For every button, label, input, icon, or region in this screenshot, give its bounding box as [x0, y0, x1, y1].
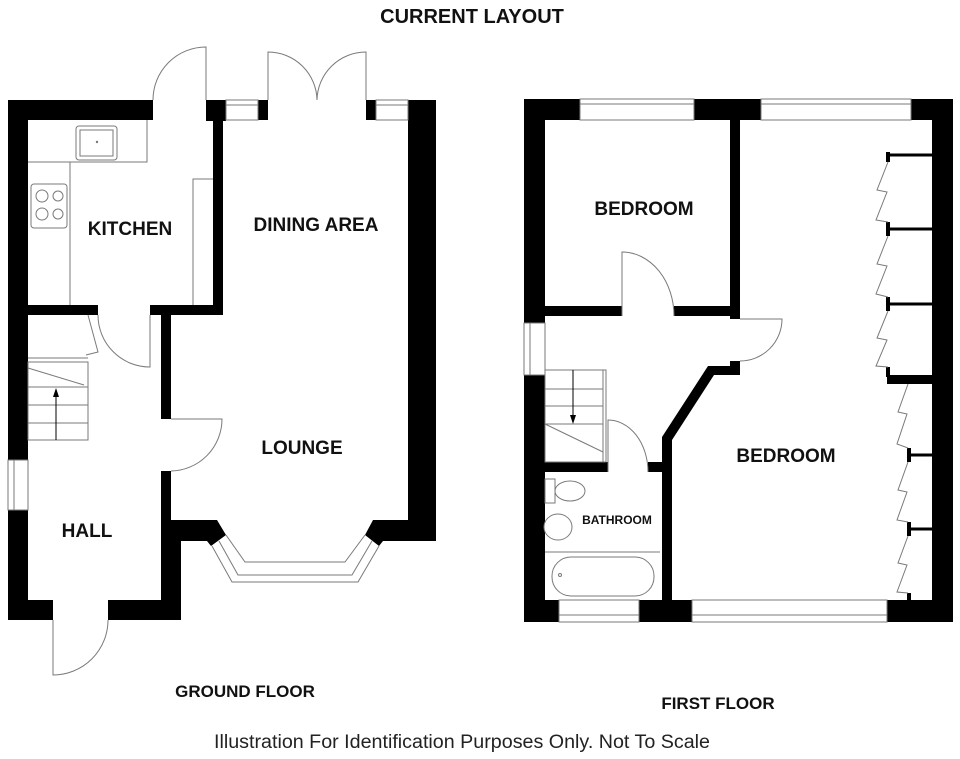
ground-floor-plan: KITCHEN DINING AREA LOUNGE HALL GROUND F…	[7, 46, 436, 701]
basin-icon	[543, 513, 573, 541]
wardrobes	[875, 152, 932, 601]
room-label-hall: HALL	[62, 521, 113, 542]
first-floor-plan: BEDROOM BEDROOM BATHROOM FIRST FLOOR	[523, 98, 953, 713]
lounge-door	[170, 418, 223, 472]
bathroom-fittings	[543, 478, 660, 597]
toilet-cistern-icon	[544, 478, 556, 504]
dining-window-left	[225, 99, 259, 121]
ground-floor-doors	[28, 46, 367, 676]
room-label-bedroom-large: BEDROOM	[736, 446, 835, 467]
dining-window-right	[375, 99, 409, 121]
plan-title: CURRENT LAYOUT	[380, 6, 564, 28]
bathroom-door	[607, 419, 649, 473]
front-door	[52, 619, 109, 676]
first-floor-windows	[523, 98, 912, 623]
french-door-right	[316, 51, 367, 101]
first-floor-walls	[524, 99, 953, 622]
room-label-dining-area: DINING AREA	[254, 215, 379, 236]
disclaimer-footer: Illustration For Identification Purposes…	[214, 732, 710, 753]
bedroom-door-small	[621, 251, 675, 317]
toilet-icon	[554, 480, 586, 502]
room-label-bathroom: BATHROOM	[582, 513, 652, 527]
hob-icon	[30, 183, 68, 229]
bay-window	[211, 545, 380, 583]
bath-icon	[551, 556, 655, 597]
ground-floor-label: GROUND FLOOR	[175, 682, 315, 701]
ground-floor-walls	[8, 100, 436, 620]
french-door-left	[267, 51, 318, 101]
kitchen-fittings	[28, 120, 213, 305]
room-label-kitchen: KITCHEN	[88, 219, 172, 240]
room-label-bedroom-small: BEDROOM	[594, 199, 693, 220]
first-floor-doors	[607, 251, 783, 473]
kitchen-door	[97, 314, 151, 368]
ground-floor-stairs	[27, 361, 89, 441]
kitchen-back-door	[152, 46, 207, 101]
hall-window	[7, 459, 29, 511]
ground-floor-windows	[7, 99, 409, 583]
bedroom-door-large	[739, 318, 783, 362]
cupboard-door	[85, 314, 99, 356]
first-floor-stairs	[544, 369, 607, 463]
room-label-lounge: LOUNGE	[261, 438, 342, 459]
first-floor-label: FIRST FLOOR	[661, 694, 774, 713]
